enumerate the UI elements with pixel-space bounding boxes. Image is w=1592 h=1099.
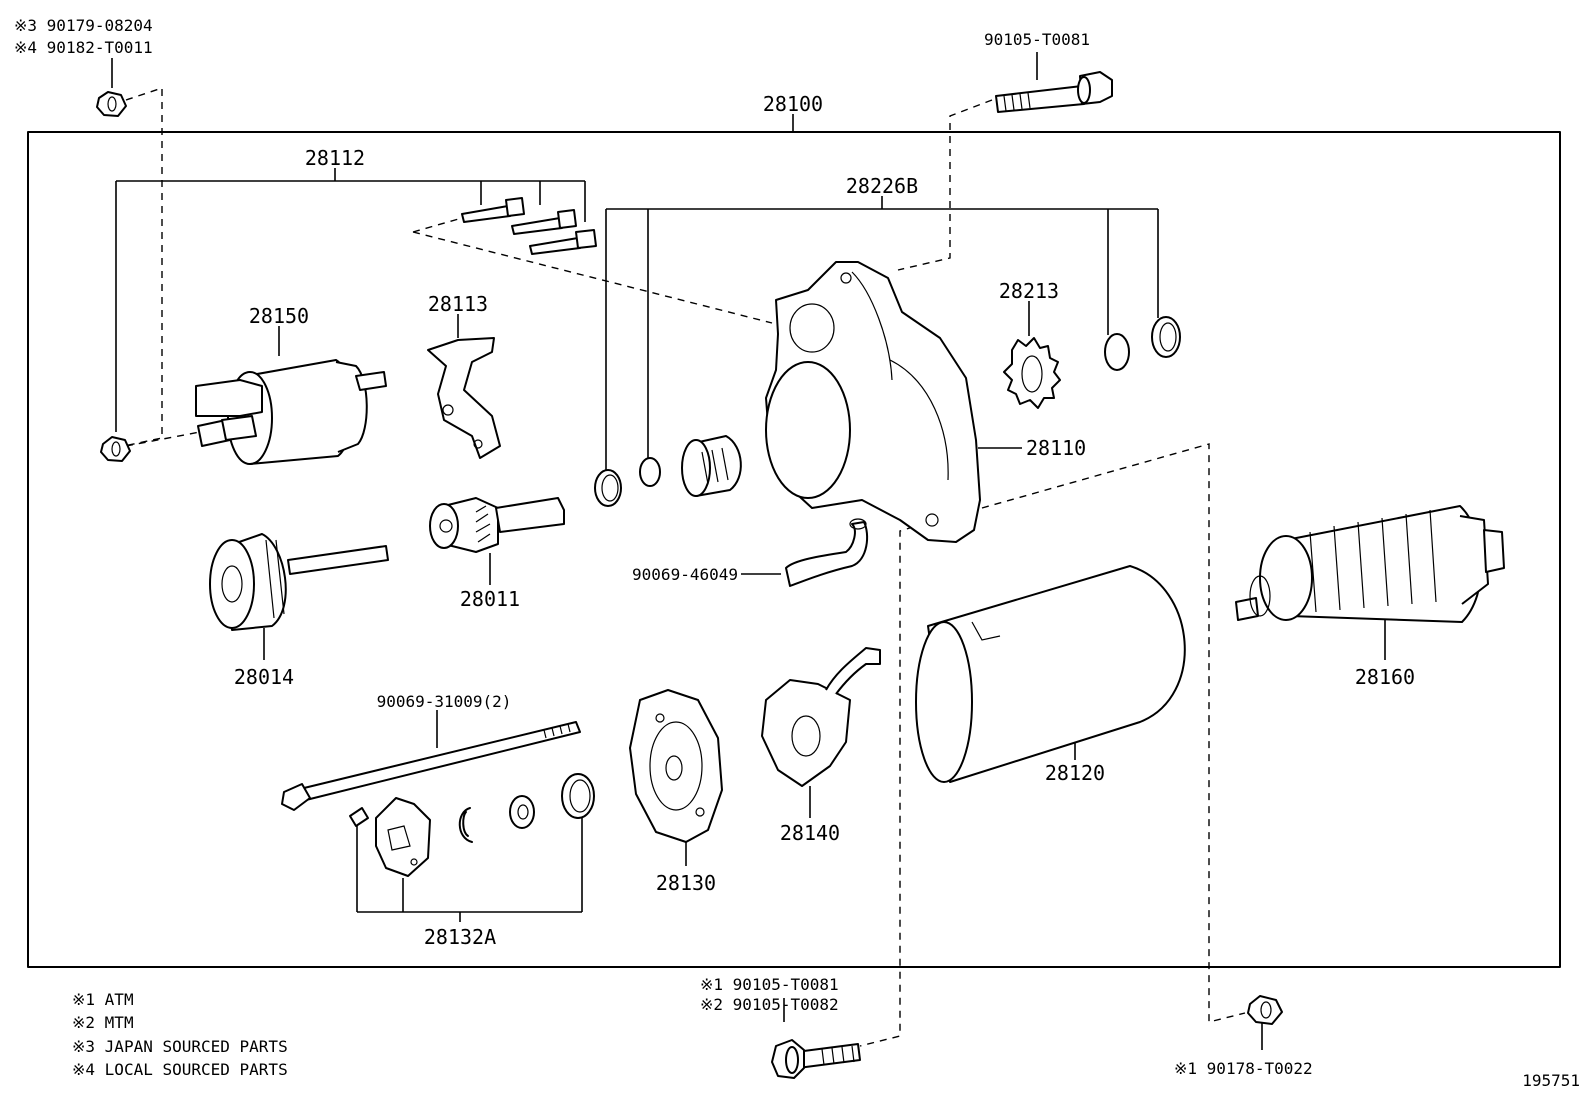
nut-left-icon[interactable] — [100, 436, 131, 462]
label-90069-46049[interactable]: 90069-46049 — [632, 565, 738, 584]
housing-28110-icon[interactable] — [765, 261, 981, 543]
small-screw-icon[interactable] — [349, 807, 369, 827]
label-90069-31009[interactable]: 90069-31009(2) — [377, 692, 512, 711]
label-28120[interactable]: 28120 — [1045, 761, 1105, 785]
clutch-28011-icon[interactable] — [429, 497, 565, 553]
note-4: ※4 LOCAL SOURCED PARTS — [72, 1060, 288, 1079]
armature-28160-icon[interactable] — [1235, 505, 1505, 623]
lever-28113-icon[interactable] — [427, 337, 501, 459]
note-3: ※3 JAPAN SOURCED PARTS — [72, 1037, 288, 1056]
label-28110[interactable]: 28110 — [1026, 436, 1086, 460]
bolt-top-icon[interactable] — [995, 71, 1113, 113]
label-28213[interactable]: 28213 — [999, 279, 1059, 303]
through-bolt-icon[interactable] — [281, 721, 581, 811]
bearing-icon[interactable] — [681, 435, 742, 497]
nut-top-left-icon[interactable] — [96, 91, 127, 117]
label-28150[interactable]: 28150 — [249, 304, 309, 328]
brush-holder-28140-icon[interactable] — [761, 647, 881, 787]
bolt-bottom-code-1[interactable]: ※1 90105-T0081 — [700, 975, 839, 994]
label-28130[interactable]: 28130 — [656, 871, 716, 895]
assembly-frame — [27, 131, 1561, 968]
note-2: ※2 MTM — [72, 1013, 134, 1032]
label-28014[interactable]: 28014 — [234, 665, 294, 689]
label-28132a[interactable]: 28132A — [424, 925, 496, 949]
bolt-bottom-icon[interactable] — [771, 1039, 861, 1079]
screws-28112-icon[interactable] — [461, 197, 597, 255]
ring-left-icon[interactable] — [594, 469, 622, 507]
gear-28213-icon[interactable] — [1003, 337, 1061, 409]
label-28160[interactable]: 28160 — [1355, 665, 1415, 689]
label-28112[interactable]: 28112 — [305, 146, 365, 170]
washer-icon[interactable] — [509, 795, 535, 829]
label-28226b[interactable]: 28226B — [846, 174, 918, 198]
bolt-top-code[interactable]: 90105-T0081 — [984, 30, 1090, 49]
end-frame-28130-icon[interactable] — [629, 689, 723, 843]
nut-bottom-right-code[interactable]: ※1 90178-T0022 — [1174, 1059, 1313, 1078]
notes-legend: ※1 ATM ※2 MTM ※3 JAPAN SOURCED PARTS ※4 … — [72, 990, 288, 1079]
hose-90069-46049-icon[interactable] — [785, 518, 869, 587]
nut-top-left-code-1[interactable]: ※3 90179-08204 — [14, 16, 153, 35]
nut-bottom-right-icon[interactable] — [1247, 995, 1283, 1025]
diagram-id: 195751 — [1522, 1071, 1580, 1090]
bolt-bottom-code-2[interactable]: ※2 90105-T0082 — [700, 995, 839, 1014]
brush-holder-plate-icon[interactable] — [375, 797, 431, 877]
solenoid-28150-icon[interactable] — [195, 359, 387, 465]
assembly-number-label[interactable]: 28100 — [763, 92, 823, 116]
label-28011[interactable]: 28011 — [460, 587, 520, 611]
o-ring-right-icon[interactable] — [1104, 333, 1130, 371]
gear-28014-icon[interactable] — [209, 533, 389, 631]
yoke-28120-icon[interactable] — [915, 565, 1186, 783]
leader-lines — [111, 52, 1386, 1050]
c-clip-icon[interactable] — [458, 807, 473, 843]
o-ring-left-icon[interactable] — [639, 457, 661, 487]
label-28113[interactable]: 28113 — [428, 292, 488, 316]
seal-ring-right-icon[interactable] — [1151, 316, 1181, 358]
note-1: ※1 ATM — [72, 990, 134, 1009]
seal-washer-icon[interactable] — [561, 773, 595, 819]
label-28140[interactable]: 28140 — [780, 821, 840, 845]
nut-top-left-code-2[interactable]: ※4 90182-T0011 — [14, 38, 153, 57]
part-labels: 28100 28112 28226B 28150 28113 28213 281… — [14, 16, 1415, 1078]
